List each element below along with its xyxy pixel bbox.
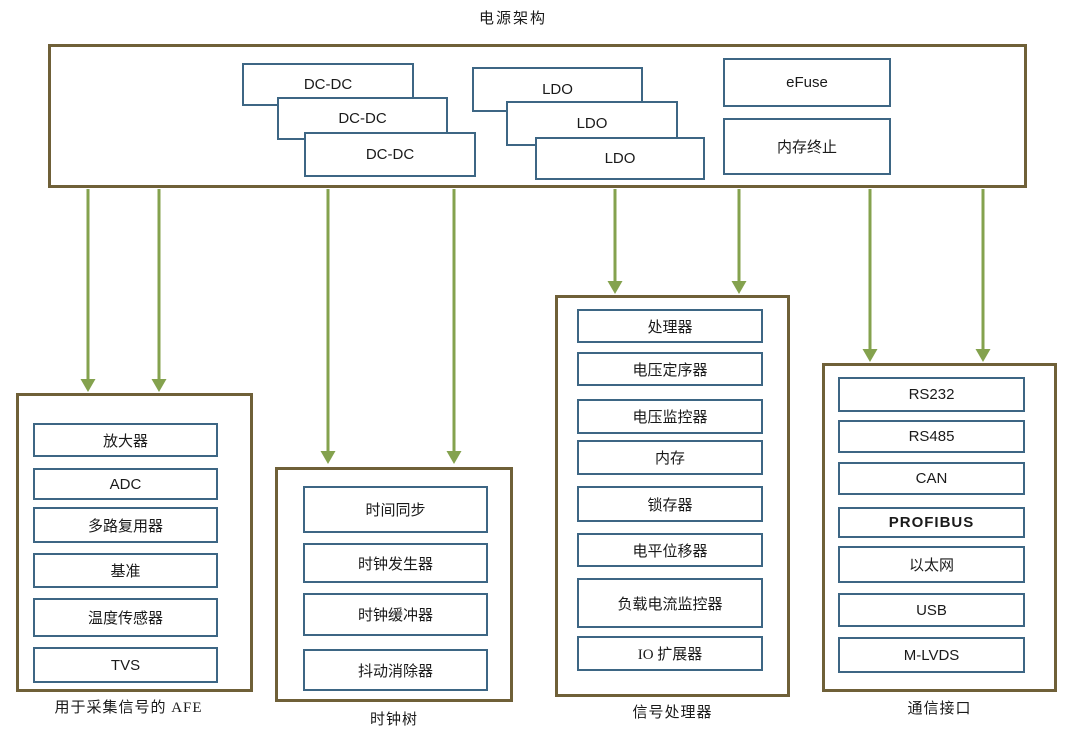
block-reference: 基准 — [33, 553, 218, 588]
block-clock-generator: 时钟发生器 — [303, 543, 488, 583]
block-level-shifter: 电平位移器 — [577, 533, 763, 567]
block-latch: 锁存器 — [577, 486, 763, 522]
group-signal-processor: 处理器 电压定序器 电压监控器 内存 锁存器 电平位移器 负载电流监控器 IO … — [555, 295, 790, 697]
diagram-title: 电源架构 — [478, 11, 547, 27]
block-processor: 处理器 — [577, 309, 763, 343]
block-mlvds: M-LVDS — [838, 637, 1025, 673]
block-temperature-sensor: 温度传感器 — [33, 598, 218, 637]
arrow-to-clock-tree-1 — [320, 189, 336, 464]
arrow-to-comm-interface-1 — [862, 189, 878, 362]
block-ldo-3: LDO — [535, 137, 705, 180]
group-comm-interface: RS232 RS485 CAN PROFIBUS 以太网 USB M-LVDS — [822, 363, 1057, 692]
block-time-sync: 时间同步 — [303, 486, 488, 533]
group-clock-tree-label: 时钟树 — [369, 712, 418, 728]
block-multiplexer: 多路复用器 — [33, 507, 218, 543]
block-clock-buffer: 时钟缓冲器 — [303, 593, 488, 636]
block-tvs: TVS — [33, 647, 218, 683]
block-efuse: eFuse — [723, 58, 891, 107]
block-voltage-sequencer: 电压定序器 — [577, 352, 763, 386]
block-can: CAN — [838, 462, 1025, 495]
arrow-to-afe-2 — [151, 189, 167, 392]
block-amplifier: 放大器 — [33, 423, 218, 457]
block-dcdc-3: DC-DC — [304, 132, 476, 177]
arrow-to-clock-tree-2 — [446, 189, 462, 464]
block-ethernet: 以太网 — [838, 546, 1025, 583]
group-afe: 放大器 ADC 多路复用器 基准 温度传感器 TVS — [16, 393, 253, 692]
block-rs485: RS485 — [838, 420, 1025, 453]
group-signal-processor-label: 信号处理器 — [632, 705, 713, 721]
block-io-expander: IO 扩展器 — [577, 636, 763, 671]
arrow-to-signal-processor-1 — [607, 189, 623, 294]
power-architecture-box: DC-DC DC-DC DC-DC LDO LDO LDO eFuse 内存终止 — [48, 44, 1027, 188]
group-comm-interface-label: 通信接口 — [907, 701, 972, 717]
block-memory-termination: 内存终止 — [723, 118, 891, 175]
block-jitter-cleaner: 抖动消除器 — [303, 649, 488, 691]
arrow-to-signal-processor-2 — [731, 189, 747, 294]
arrow-to-afe-1 — [80, 189, 96, 392]
block-adc: ADC — [33, 468, 218, 500]
block-voltage-monitor: 电压监控器 — [577, 399, 763, 434]
group-clock-tree: 时间同步 时钟发生器 时钟缓冲器 抖动消除器 — [275, 467, 513, 702]
block-rs232: RS232 — [838, 377, 1025, 412]
arrow-to-comm-interface-2 — [975, 189, 991, 362]
block-load-current-monitor: 负载电流监控器 — [577, 578, 763, 628]
block-usb: USB — [838, 593, 1025, 627]
block-profibus: PROFIBUS — [838, 507, 1025, 538]
group-afe-label: 用于采集信号的 AFE — [54, 700, 203, 716]
block-memory: 内存 — [577, 440, 763, 475]
